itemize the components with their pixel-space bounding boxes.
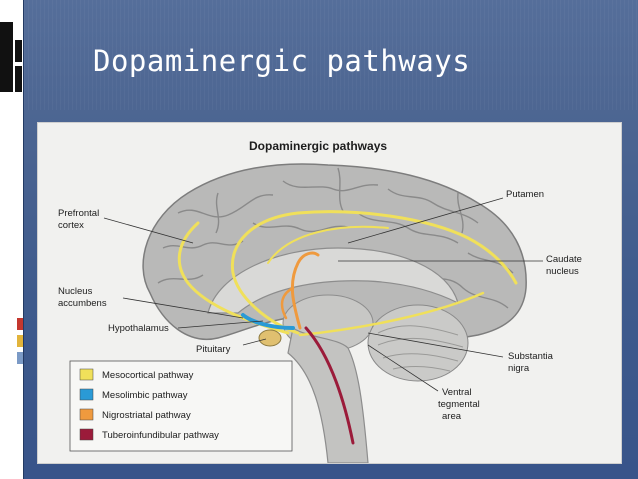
label-vta: Ventral	[442, 387, 472, 398]
label-substantia-nigra: nigra	[508, 363, 530, 374]
legend-swatch-mesolimbic	[79, 388, 94, 401]
label-substantia-nigra: Substantia	[508, 351, 554, 362]
pituitary-gland	[258, 329, 282, 347]
label-nucleus-accumbens: Nucleus	[58, 286, 93, 297]
legend: Mesocortical pathway Mesolimbic pathway …	[69, 360, 293, 452]
pathway-lines	[177, 210, 518, 445]
label-putamen: Putamen	[506, 189, 544, 200]
legend-label: Mesolimbic pathway	[102, 390, 188, 401]
label-hypothalamus: Hypothalamus	[108, 323, 169, 334]
label-prefrontal: cortex	[58, 220, 84, 231]
left-rail	[0, 0, 24, 479]
legend-label: Tuberoinfundibular pathway	[102, 430, 219, 441]
cerebellum	[367, 304, 469, 382]
decor-square-red	[17, 318, 24, 330]
slide-title: Dopaminergic pathways	[93, 44, 471, 78]
gyri-texture	[157, 167, 514, 309]
legend-swatch-tuberoinfundibular	[79, 428, 94, 441]
label-pituitary: Pituitary	[196, 344, 231, 355]
label-prefrontal: Prefrontal	[58, 208, 99, 219]
slide-divider	[23, 0, 24, 479]
decor-square-gold	[17, 335, 24, 347]
legend-swatch-nigrostriatal	[79, 408, 94, 421]
decor-square-blue	[17, 352, 24, 364]
label-caudate: nucleus	[546, 266, 579, 277]
figure-title: Dopaminergic pathways	[249, 139, 387, 153]
legend-swatch-mesocortical	[79, 368, 94, 381]
legend-label: Nigrostriatal pathway	[102, 410, 191, 421]
cerebellum-folia	[377, 325, 464, 372]
leader-lines	[103, 197, 543, 392]
brain-diagram: Dopaminergic pathways	[58, 139, 582, 463]
label-vta: tegmental	[438, 399, 480, 410]
corpus-callosum	[207, 247, 459, 314]
label-caudate: Caudate	[546, 254, 582, 265]
label-vta: area	[442, 411, 462, 422]
legend-label: Mesocortical pathway	[102, 370, 194, 381]
brainstem	[287, 327, 369, 463]
label-nucleus-accumbens: accumbens	[58, 298, 107, 309]
brain-figure: Dopaminergic pathways	[37, 122, 622, 464]
decor-bar	[15, 40, 22, 62]
decor-bar	[15, 66, 22, 92]
decor-bar	[0, 22, 13, 92]
